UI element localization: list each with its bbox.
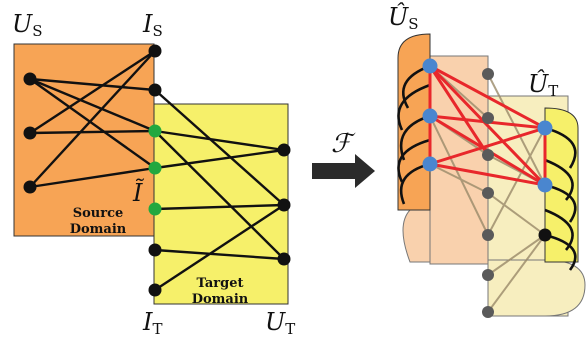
left-edges	[29, 49, 285, 292]
target-user-node	[277, 143, 291, 157]
overlap-item-node	[148, 124, 162, 138]
target-domain-caption-line1: Target	[196, 276, 243, 291]
source-domain-caption-line1: Source	[73, 206, 124, 221]
source-users-label: US	[12, 10, 43, 40]
mapped-item-node	[482, 149, 494, 161]
mapping-label: ℱ	[331, 129, 356, 159]
target-user-nodes	[277, 143, 291, 266]
target-domain-box	[153, 103, 289, 305]
mapped-source-user-nodes	[422, 58, 438, 172]
mapped-item-node	[482, 112, 494, 124]
source-user-node	[23, 126, 37, 140]
unmapped-target-user-node	[538, 228, 552, 242]
target-item-node	[148, 243, 162, 257]
source-user-nodes	[23, 72, 37, 194]
source-user-node	[23, 180, 37, 194]
target-user-loops	[544, 126, 577, 271]
mapped-item-node	[482, 306, 494, 318]
mapped-target-user-nodes	[537, 120, 553, 242]
mapped-source-pale-fold	[402, 209, 431, 263]
target-user-node	[277, 198, 291, 212]
source-domain-caption-line2: Domain	[70, 222, 127, 237]
mapped-item-nodes	[482, 68, 494, 318]
mapping-arrow	[312, 154, 375, 188]
source-item-nodes	[148, 44, 162, 97]
target-item-nodes	[148, 243, 162, 297]
source-user-node	[23, 72, 37, 86]
mapped-item-node	[482, 269, 494, 281]
mapped-target-panel	[544, 107, 579, 263]
source-item-node	[148, 83, 162, 97]
mapped-target-users-label: ÛT	[528, 69, 558, 100]
target-domain-caption-line2: Domain	[192, 292, 249, 307]
source-items-label: IS	[142, 10, 163, 40]
target-item-node	[148, 283, 162, 297]
overlap-items-label: Ĩ	[132, 178, 145, 207]
overlap-item-node	[148, 202, 162, 216]
mapped-item-node	[482, 187, 494, 199]
mapped-target-user-node	[537, 177, 553, 193]
mapped-source-user-node	[422, 108, 438, 124]
mapped-item-node	[482, 68, 494, 80]
overlap-item-nodes	[148, 124, 162, 216]
mapped-source-user-node	[422, 58, 438, 74]
target-users-label: UT	[265, 308, 295, 337]
mapped-target-user-node	[537, 120, 553, 136]
target-user-node	[277, 252, 291, 266]
mapped-item-node	[482, 229, 494, 241]
mapped-source-users-label: ÛS	[388, 2, 419, 33]
source-item-node	[148, 44, 162, 58]
mapped-source-user-node	[422, 156, 438, 172]
overlap-item-node	[148, 161, 162, 175]
target-items-label: IT	[142, 308, 163, 337]
